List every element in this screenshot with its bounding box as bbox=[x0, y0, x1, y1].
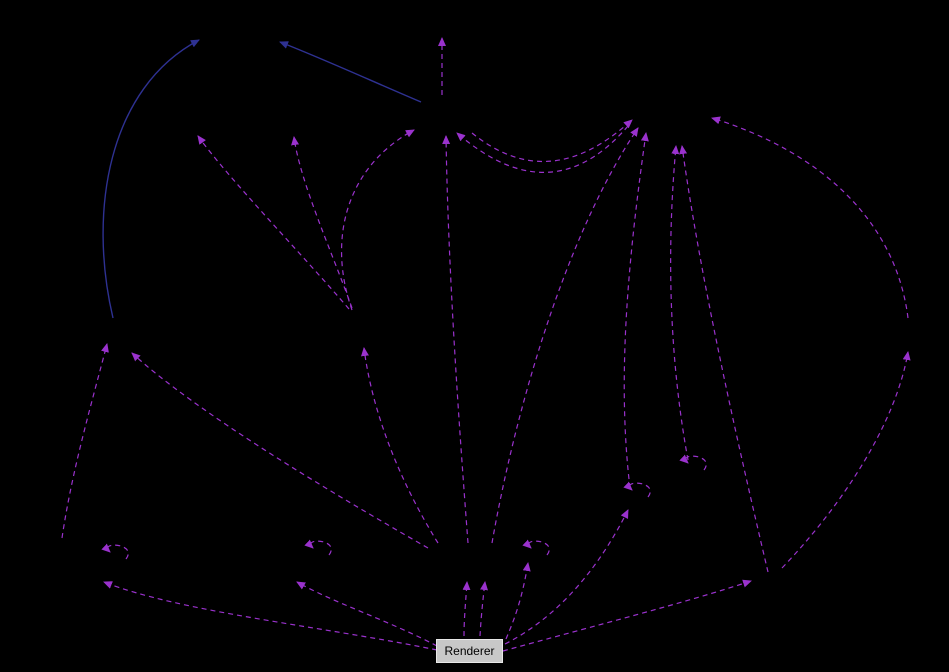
usage-edge bbox=[456, 125, 629, 173]
usage-edge bbox=[462, 581, 471, 637]
usage-edge bbox=[471, 119, 633, 162]
usage-edge bbox=[505, 562, 531, 640]
self-loop-edge bbox=[101, 543, 129, 560]
node-renderer[interactable]: Renderer bbox=[436, 639, 503, 663]
inheritance-edge bbox=[279, 41, 422, 103]
usage-edge bbox=[197, 135, 350, 310]
self-loop-edge bbox=[679, 454, 707, 471]
usage-edge bbox=[711, 116, 909, 319]
self-loop-edge bbox=[522, 539, 550, 556]
usage-edge bbox=[623, 132, 649, 489]
self-loop-edge bbox=[304, 539, 332, 556]
usage-edge bbox=[504, 509, 629, 645]
self-loop-edge bbox=[623, 481, 651, 498]
usage-edge bbox=[679, 145, 769, 573]
usage-edge bbox=[479, 581, 488, 637]
inheritance-edge bbox=[102, 39, 200, 319]
usage-edge bbox=[61, 343, 109, 539]
usage-edge bbox=[103, 581, 438, 651]
usage-edge bbox=[296, 581, 438, 647]
usage-edge bbox=[442, 135, 469, 544]
usage-edge bbox=[341, 129, 415, 311]
usage-edge bbox=[781, 351, 911, 569]
usage-edge bbox=[361, 347, 439, 544]
usage-edge bbox=[491, 127, 639, 544]
usage-edge bbox=[131, 352, 429, 549]
usage-edge bbox=[670, 145, 689, 461]
usage-edge bbox=[502, 579, 752, 652]
node-renderer-label: Renderer bbox=[444, 644, 495, 658]
usage-edge bbox=[291, 136, 353, 309]
